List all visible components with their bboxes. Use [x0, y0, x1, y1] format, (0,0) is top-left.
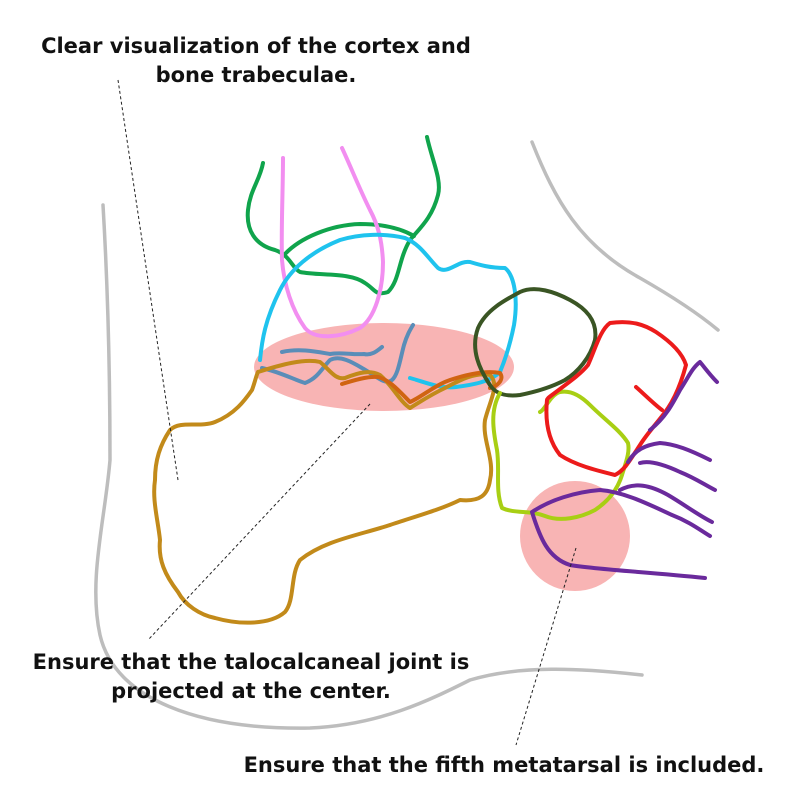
cortex-annotation-line2: bone trabeculae. — [155, 63, 357, 87]
metatarsal-outline-2 — [626, 441, 712, 464]
metatarsal-outline-3 — [638, 460, 717, 492]
posterior-facet-line — [340, 370, 504, 404]
skin-outline-heel — [94, 203, 644, 730]
cuneiform-outline — [544, 320, 688, 477]
joint-leader-line — [147, 403, 371, 641]
joint-annotation: Ensure that the talocalcaneal joint is p… — [10, 648, 492, 706]
cuneiform-facet-line — [634, 385, 664, 412]
fifth-metatarsal-outline — [530, 488, 712, 580]
navicular-outline — [473, 287, 598, 398]
tibia-articular-surface — [283, 222, 416, 256]
joint-annotation-line1: Ensure that the talocalcaneal joint is — [32, 650, 470, 674]
subtalar-joint-line — [260, 323, 415, 385]
metatarsal-leader-line — [515, 547, 577, 746]
fibula-outline — [279, 146, 385, 339]
metatarsal-annotation-line1: Ensure that the fifth metatarsal is incl… — [243, 753, 765, 777]
skin-outline-dorsum — [530, 140, 720, 332]
metatarsal-annotation: Ensure that the fifth metatarsal is incl… — [222, 751, 786, 780]
cortex-annotation: Clear visualization of the cortex and bo… — [16, 32, 496, 90]
metatarsal-outline-4 — [618, 483, 714, 524]
cortex-leader-line — [117, 79, 179, 481]
tibia-outline — [245, 135, 441, 296]
cortex-annotation-line1: Clear visualization of the cortex and — [41, 34, 471, 58]
metatarsal-outline-1 — [648, 360, 719, 432]
fifth-metatarsal-highlight — [520, 481, 630, 591]
joint-annotation-line2: projected at the center. — [111, 679, 391, 703]
